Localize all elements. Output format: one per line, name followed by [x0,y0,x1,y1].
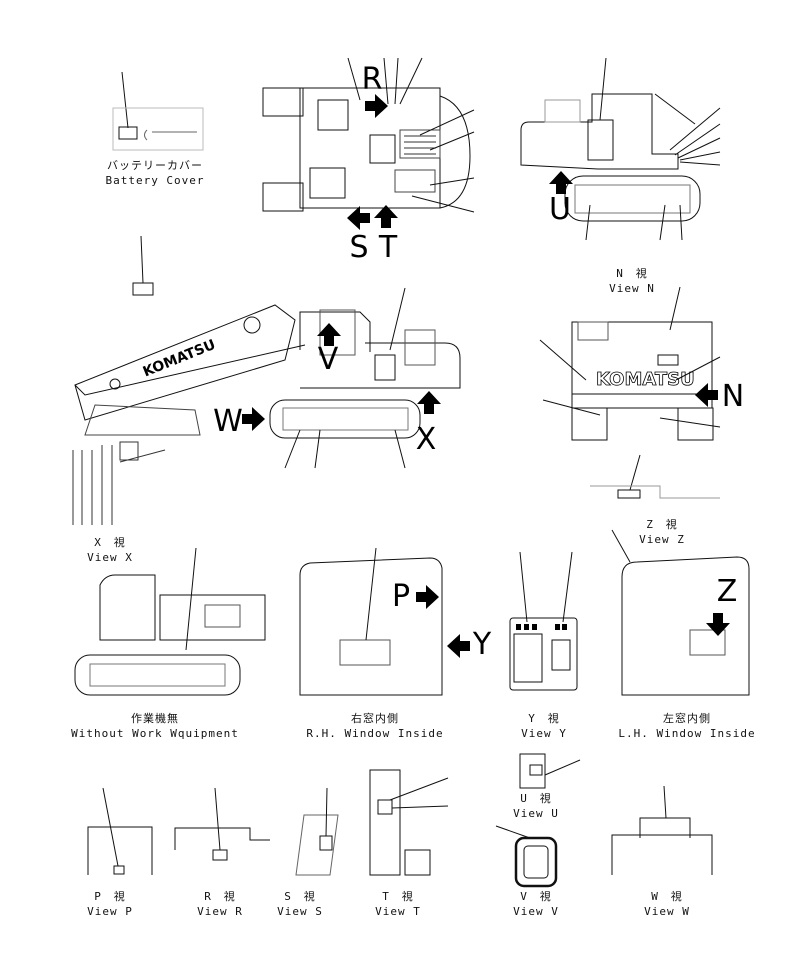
arrow-y [447,634,470,658]
view-w-drawing [611,785,713,875]
arrow-s [347,206,370,230]
battery-cover-caption-en: Battery Cover [105,174,205,187]
view-letter-w: W [213,404,243,439]
view-v-caption-jp: V 視 [520,890,552,903]
view-letter-s: S [349,230,369,265]
rh-window-inside-drawing [299,547,470,696]
view-y-caption-jp: Y 視 [528,712,560,725]
view-z-caption-en: View Z [639,533,685,546]
view-y-drawing [509,551,578,691]
view-letter-z: Z [716,574,738,609]
view-u-caption-en: View U [513,807,559,820]
view-t-caption-en: View T [375,905,421,918]
main-excavator-view [74,287,461,469]
lh-window-inside-drawing [611,529,750,696]
view-letter-x: X [415,422,437,457]
view-t-caption-jp: T 視 [382,890,414,903]
view-p-caption-jp: P 視 [94,890,126,903]
view-r-caption-jp: R 視 [204,890,236,903]
view-z-drawing [590,454,720,499]
without-work-equipment-caption-jp: 作業機無 [131,712,179,725]
rh-window-caption-en: R.H. Window Inside [306,727,444,740]
view-r-caption-en: View R [197,905,243,918]
arrow-x [417,391,441,414]
arrow-n [695,383,718,407]
view-s-caption-jp: S 視 [284,890,316,903]
without-work-equipment-drawing [74,547,266,696]
arrow-z [706,613,730,636]
lh-window-caption-en: L.H. Window Inside [618,727,756,740]
rh-window-caption-jp: 右窓内側 [351,712,399,725]
arrow-p [416,585,439,609]
view-r-drawing [174,787,270,861]
view-letter-v: V [317,342,339,377]
view-y-caption-en: View Y [521,727,567,740]
counterweight-brand-text: KOMATSU [596,369,695,390]
view-s-caption-en: View S [277,905,323,918]
view-z-caption-jp: Z 視 [646,518,678,531]
view-n-caption-en: View N [609,282,655,295]
view-p-caption-en: View P [87,905,133,918]
arrow-v [317,323,341,346]
battery-cover-caption-jp: バッテリーカバー [107,159,203,172]
view-p-drawing [87,787,153,875]
rear-view-n [539,286,721,441]
top-plan-view [262,57,475,230]
battery-cover-drawing [112,71,204,151]
battery-small-label [132,235,154,296]
view-letter-p: P [391,579,411,614]
view-w-caption-en: View W [644,905,690,918]
view-w-caption-jp: W 視 [651,890,683,903]
view-x-caption-en: View X [87,551,133,564]
without-work-equipment-caption-en: Without Work Wquipment [71,727,239,740]
view-v-caption-en: View V [513,905,559,918]
view-letter-y: Y [472,627,492,662]
lh-window-caption-jp: 左窓内側 [663,712,711,725]
view-u-drawing [519,753,581,789]
view-n-caption-jp: N 視 [616,267,648,280]
view-x-drawing [72,441,166,525]
view-t-drawing [369,769,449,876]
side-view-upper-right [520,57,721,241]
view-letter-r: R [361,62,383,97]
view-letter-n: N [721,379,745,414]
view-letter-t: T [378,230,398,265]
view-s-drawing [295,787,339,876]
view-x-caption-jp: X 視 [94,536,126,549]
arrow-w [242,407,265,431]
arrow-r [365,94,388,118]
view-u-caption-jp: U 視 [520,792,552,805]
arrow-t [374,205,398,228]
view-v-drawing [495,825,558,888]
arrow-u [549,171,573,194]
view-letter-u: U [549,192,571,227]
